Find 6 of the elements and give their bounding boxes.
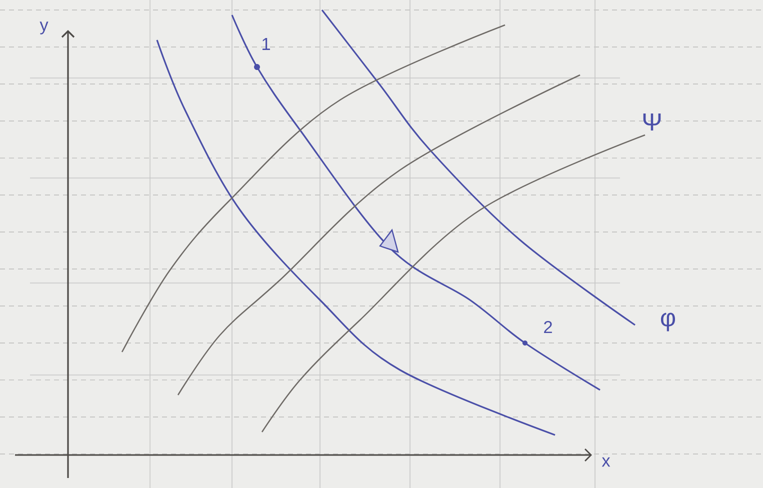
curve-label: φ xyxy=(660,312,676,332)
axis-label: y xyxy=(40,22,48,34)
point-label: 1 xyxy=(262,38,270,50)
curve-label: Ψ xyxy=(643,113,661,131)
axis-label: x xyxy=(602,457,610,467)
point-label: 2 xyxy=(544,320,552,334)
